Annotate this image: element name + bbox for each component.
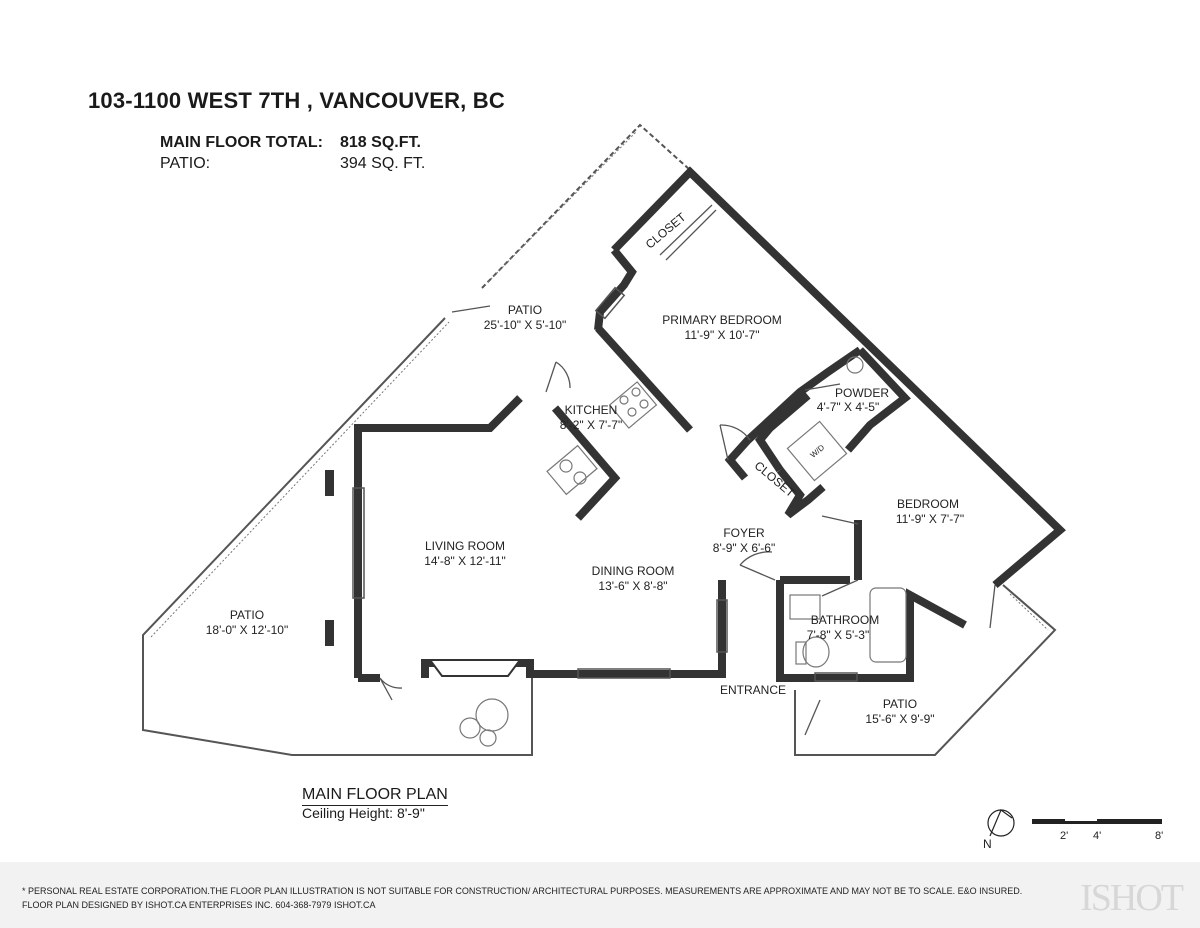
plan-title: MAIN FLOOR PLAN: [302, 786, 448, 806]
foyer-dims: 8'-9" X 6'-6": [713, 541, 775, 555]
wall-closet-north: [611, 166, 1066, 589]
entrance-name: ENTRANCE: [720, 683, 786, 697]
kitchen-name: KITCHEN: [565, 403, 618, 417]
scale-bar: 2' 4' 8': [1032, 819, 1163, 842]
dining-window: [716, 599, 728, 653]
bedroom-dims: 11'-9" X 7'-7": [896, 512, 964, 526]
fireplace-icon: [428, 659, 522, 677]
room-labels: PATIO 25'-10" X 5'-10" CLOSET PRIMARY BE…: [206, 210, 964, 726]
doors: [379, 204, 996, 736]
patio-total-label: PATIO:: [160, 155, 211, 172]
compass-north-label: N: [983, 837, 992, 851]
powder-dims: 4'-7" X 4'-5": [817, 400, 879, 414]
living-room-name: LIVING ROOM: [425, 539, 505, 553]
wd-unit: [786, 420, 848, 482]
railings: [150, 131, 1049, 638]
walls: [354, 166, 1066, 682]
footer: * PERSONAL REAL ESTATE CORPORATION.THE F…: [0, 862, 1200, 928]
wall-kitchen-west: [551, 405, 621, 521]
scale-label-4: 4': [1093, 830, 1101, 842]
door-bath: [821, 579, 859, 597]
kitchen-dims: 8'-2" X 7'-7": [560, 418, 622, 432]
patio-right-name: PATIO: [883, 697, 917, 711]
wall-powder: [724, 346, 863, 481]
patio-right-dims: 15'-6" X 9'-9": [865, 712, 934, 726]
patio-total-value: 394 SQ. FT.: [340, 155, 426, 172]
north-compass-icon: [987, 809, 1015, 837]
bath-window: [814, 672, 858, 682]
window-blocks: [325, 470, 334, 646]
main-floor-total-row: MAIN FLOOR TOTAL: 818 SQ.FT.: [160, 134, 421, 152]
wall-powder-east: [844, 347, 911, 453]
door-living-patio: [379, 677, 403, 701]
door-patio-right-entry: [804, 699, 821, 736]
door-primary: [719, 424, 751, 461]
wall-wd: [755, 389, 811, 473]
property-address: 103-1100 WEST 7TH , VANCOUVER, BC: [88, 88, 505, 113]
wall-kitchen-east: [595, 325, 693, 433]
foyer-name: FOYER: [723, 526, 765, 540]
ceiling-height: Ceiling Height: 8'-9": [302, 805, 425, 821]
floor-plan-drawing: PATIO 25'-10" X 5'-10" CLOSET PRIMARY BE…: [142, 123, 1163, 851]
powder-name: POWDER: [835, 386, 889, 400]
footer-disclaimer: * PERSONAL REAL ESTATE CORPORATION.THE F…: [22, 886, 1023, 896]
patio-left-outline: [142, 317, 533, 756]
patio-left-dims: 18'-0" X 12'-10": [206, 623, 288, 637]
scale-label-8: 8': [1155, 830, 1163, 842]
main-floor-total-label: MAIN FLOOR TOTAL:: [160, 134, 323, 151]
wall-closet-south: [594, 247, 637, 331]
patio-left-name: PATIO: [230, 608, 264, 622]
wall-bath: [776, 580, 967, 682]
windows: [352, 286, 858, 682]
wd-name: W/D: [808, 443, 826, 460]
bath-sink: [789, 594, 821, 620]
patio-top-name: PATIO: [508, 303, 542, 317]
kitchen-window: [594, 286, 626, 320]
bathtub: [869, 587, 907, 663]
bathroom-name: BATHROOM: [811, 613, 879, 627]
door-bedroom-sliding: [659, 204, 717, 261]
bathroom-dims: 7'-8" X 5'-3": [807, 628, 869, 642]
living-room-dims: 14'-8" X 12'-11": [424, 554, 506, 568]
door-kitchen-patio: [545, 361, 571, 393]
scale-label-2: 2': [1060, 830, 1068, 842]
primary-bedroom-dims: 11'-9" X 10'-7": [685, 328, 760, 342]
door-powder: [804, 383, 841, 391]
fixtures: [459, 356, 907, 747]
primary-bedroom-name: PRIMARY BEDROOM: [662, 313, 782, 327]
dining-room-dims: 13'-6" X 8'-8": [598, 579, 667, 593]
patio-total-row: PATIO: 394 SQ. FT.: [160, 155, 425, 173]
kitchen-stove: [608, 381, 658, 429]
patio-top-outline: [481, 123, 691, 289]
door-bedroom: [821, 515, 859, 525]
main-floor-total-value: 818 SQ.FT.: [340, 134, 421, 151]
living-window: [352, 487, 365, 599]
dining-room-name: DINING ROOM: [592, 564, 675, 578]
patio-outlines: [142, 123, 1057, 756]
toilet: [802, 636, 830, 668]
south-window: [577, 668, 671, 679]
door-right-patio: [989, 584, 996, 629]
door-entrance: [739, 551, 776, 581]
powder-sink: [846, 356, 864, 374]
tree-icon: [475, 698, 509, 732]
wall-hall-closet: [776, 467, 826, 519]
bedroom-name: BEDROOM: [897, 497, 959, 511]
footer-credit: FLOOR PLAN DESIGNED BY ISHOT.CA ENTERPRI…: [22, 900, 376, 910]
wall-south: [421, 580, 726, 678]
ishot-logo: ISHOT: [1080, 877, 1184, 919]
kitchen-sink: [546, 444, 598, 496]
door-patio-top: [451, 305, 491, 313]
patio-top-dims: 25'-10" X 5'-10": [484, 318, 566, 332]
patio-right-outline: [794, 584, 1057, 756]
wall-living-north: [354, 395, 523, 678]
